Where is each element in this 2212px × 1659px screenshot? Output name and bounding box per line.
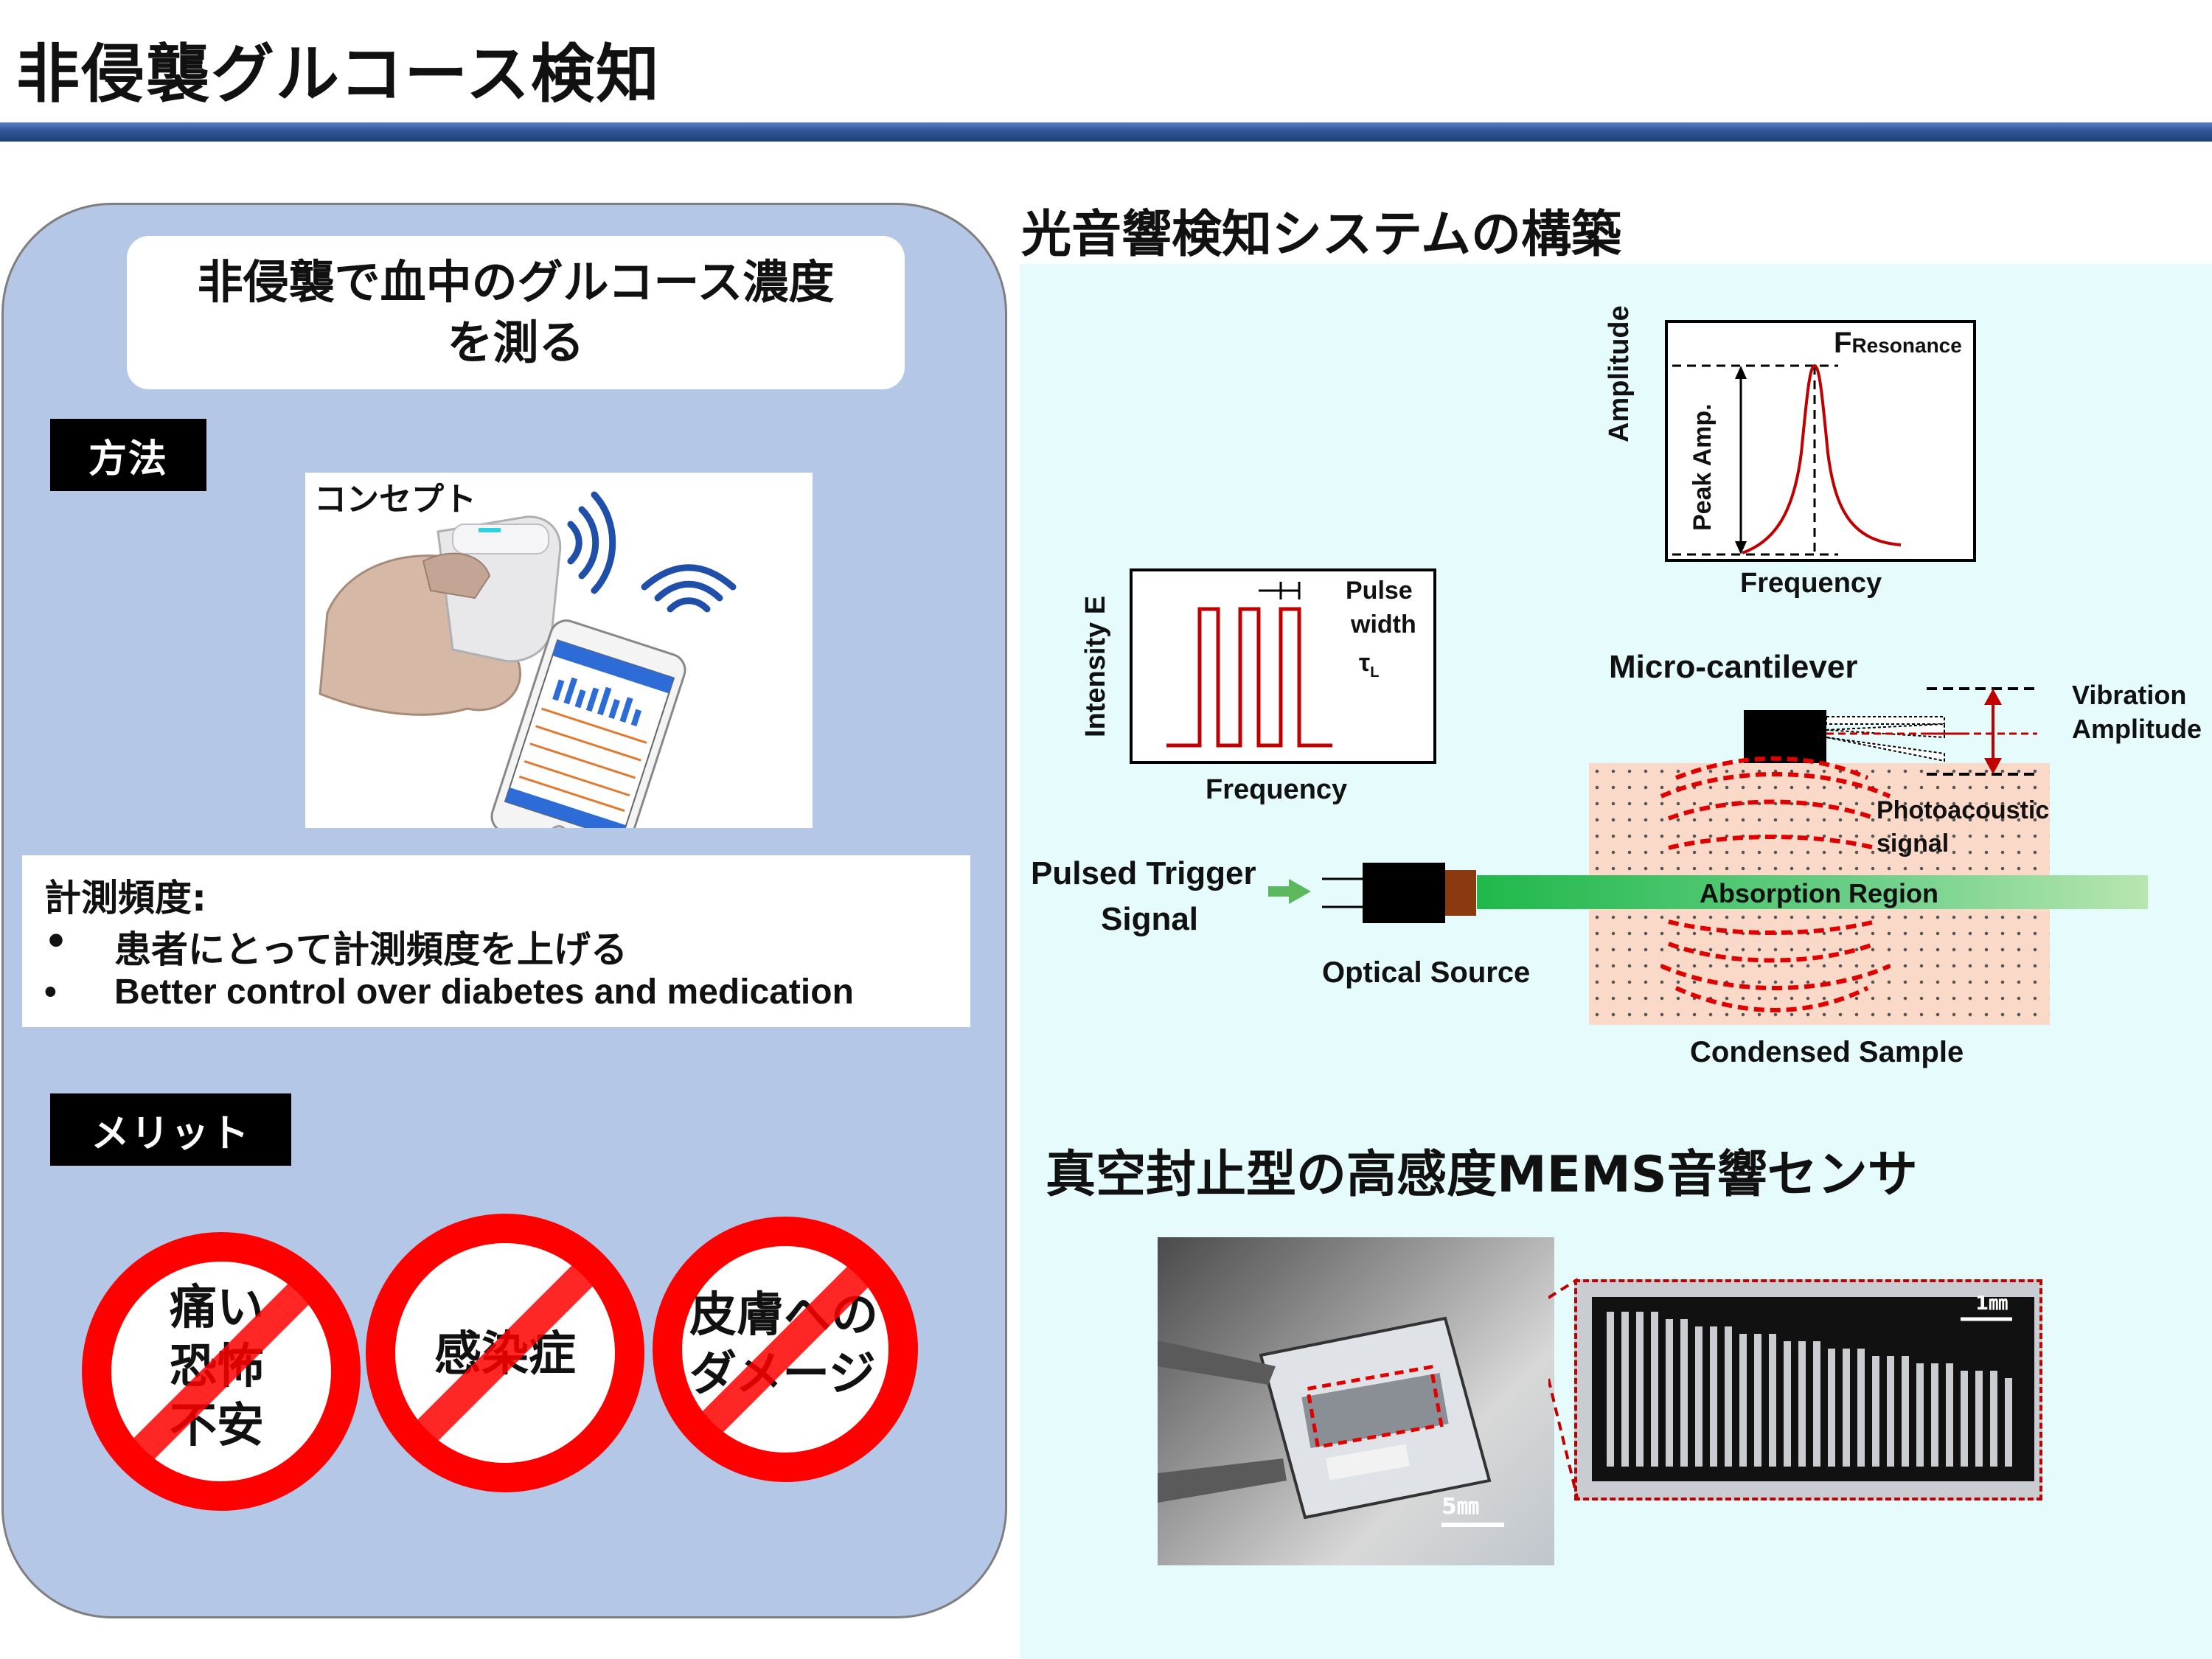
goal-box: 非侵襲で血中のグルコース濃度 を測る <box>127 236 905 389</box>
condensed-sample-label: Condensed Sample <box>1690 1036 1964 1068</box>
no-pain-sign: 痛い 恐怖 不安 <box>82 1232 361 1511</box>
method-label: 方法 <box>50 419 206 491</box>
concept-label: コンセプト <box>314 481 476 518</box>
tau-sub-label: L <box>1370 664 1380 681</box>
cantilever-array-drawing <box>1577 1282 2039 1481</box>
finger-device-phone-illustration <box>319 491 737 828</box>
pulse-x-label: Frequency <box>1206 774 1348 805</box>
f-label: FResonance <box>1834 327 1962 359</box>
optical-source-label: Optical Source <box>1322 956 1531 989</box>
pulse-graph-frame <box>1130 568 1436 764</box>
merit-label: メリット <box>50 1093 291 1166</box>
f-sub-label: Resonance <box>1851 334 1962 357</box>
page-title: 非侵襲グルコース検知 <box>16 38 661 111</box>
pulse-width-label-2: width <box>1351 611 1416 639</box>
cantilever-label: Micro-cantilever <box>1609 649 1858 685</box>
vibration-label-2: Amplitude <box>2072 714 2202 744</box>
freq-heading: 計測頻度: <box>44 877 206 919</box>
title-divider <box>0 122 2212 142</box>
bullet-icon: • <box>44 973 57 1012</box>
resonance-graph <box>1672 364 1902 556</box>
goal-line-2: を測る <box>447 316 585 369</box>
trigger-label-1: Pulsed Trigger <box>1031 855 1256 891</box>
system-title: 光音響検知システムの構築 <box>1021 206 1621 264</box>
scale-5mm-label: 5㎜ <box>1441 1494 1479 1520</box>
trigger-label-2: Signal <box>1101 901 1199 937</box>
vibration-label-1: Vibration <box>2072 680 2187 710</box>
goal-line-1: 非侵襲で血中のグルコース濃度 <box>197 255 835 309</box>
sensor-title: 真空封止型の高感度MEMS音響センサ <box>1046 1146 1918 1204</box>
sensor-photo: 5㎜ <box>1158 1237 1554 1565</box>
absorption-label: Absorption Region <box>1700 878 1938 908</box>
photoacoustic-setup <box>1268 687 2148 1012</box>
photoacoustic-label-1: Photoacoustic <box>1877 796 2050 824</box>
sensor-zoom-photo: 1㎜ <box>1574 1279 2042 1500</box>
resonance-y-label: Amplitude <box>1604 305 1635 442</box>
zoom-connector-lines <box>1548 1278 1579 1501</box>
bullet-icon: • <box>44 920 68 963</box>
measurement-frequency-box: 計測頻度: • 患者にとって計測頻度を上げる • Better control … <box>22 855 970 1027</box>
freq-item-2: Better control over diabetes and medicat… <box>114 973 854 1012</box>
resonance-x-label: Frequency <box>1740 568 1882 599</box>
scale-1mm-label: 1㎜ <box>1975 1293 2008 1315</box>
pulse-graph <box>1166 582 1332 748</box>
photoacoustic-label-2: signal <box>1877 830 1950 858</box>
no-skin-damage-sign: 皮膚への ダメージ <box>653 1217 918 1482</box>
resonance-graph-frame <box>1665 320 1976 562</box>
sensor-chip-drawing <box>1158 1316 1504 1527</box>
concept-illustration: コンセプト <box>305 473 813 828</box>
pulse-width-label-1: Pulse <box>1346 577 1413 605</box>
freq-item-1: 患者にとって計測頻度を上げる <box>114 928 627 971</box>
tau-label: τL <box>1359 649 1380 681</box>
no-infection-sign: 感染症 <box>366 1214 644 1492</box>
peak-amp-label: Peak Amp. <box>1688 403 1717 531</box>
